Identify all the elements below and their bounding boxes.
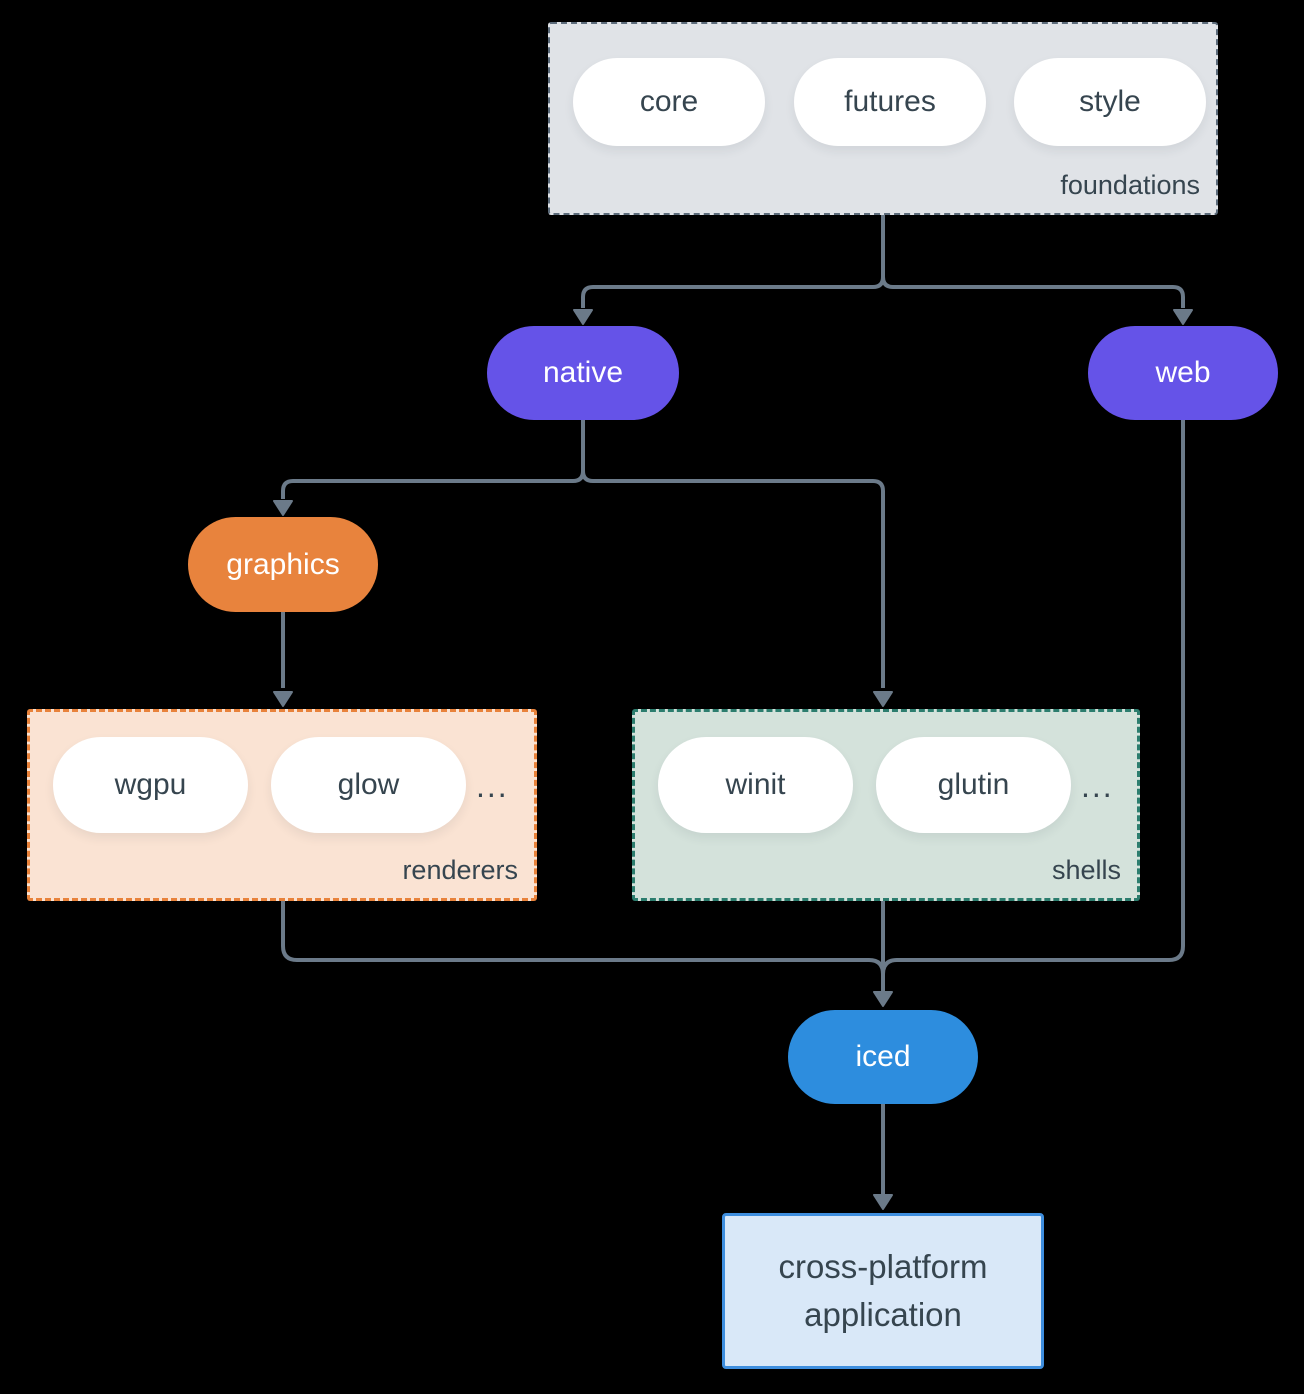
node-glutin-label: glutin xyxy=(937,768,1010,801)
group-foundations-label: foundations xyxy=(1060,170,1200,200)
node-iced: iced xyxy=(788,1010,978,1104)
group-shells: winit glutin ... shells xyxy=(632,709,1140,901)
node-cross-platform-application: cross-platform application xyxy=(722,1213,1044,1369)
application-label-line2: application xyxy=(804,1296,962,1333)
connector-foundations-to-native xyxy=(581,276,885,308)
renderers-ellipsis: ... xyxy=(476,768,509,804)
arrowhead-application xyxy=(873,1194,893,1210)
arrowhead-shells xyxy=(873,691,893,707)
arrowhead-web xyxy=(1173,309,1193,325)
node-web: web xyxy=(1088,326,1278,420)
node-style: style xyxy=(1014,58,1206,146)
group-renderers: wgpu glow ... renderers xyxy=(27,709,537,901)
node-glutin: glutin xyxy=(876,737,1071,833)
arrowhead-iced xyxy=(873,991,893,1007)
node-winit: winit xyxy=(658,737,853,833)
node-iced-label: iced xyxy=(855,1040,911,1073)
node-native-label: native xyxy=(542,356,624,389)
node-graphics: graphics xyxy=(188,517,378,612)
node-wgpu: wgpu xyxy=(53,737,248,833)
connector-renderers-to-merge xyxy=(281,901,885,975)
node-core-label: core xyxy=(639,85,699,118)
group-shells-label: shells xyxy=(1051,855,1121,885)
node-graphics-label: graphics xyxy=(226,547,340,581)
node-futures-label: futures xyxy=(844,85,936,118)
shells-ellipsis: ... xyxy=(1081,768,1114,804)
arrowhead-graphics xyxy=(273,500,293,516)
node-winit-label: winit xyxy=(725,768,786,801)
node-style-label: style xyxy=(1079,85,1141,118)
node-native: native xyxy=(487,326,679,420)
node-wgpu-label: wgpu xyxy=(114,768,187,801)
node-glow-label: glow xyxy=(337,768,400,801)
connector-native-to-graphics xyxy=(281,470,585,499)
node-futures: futures xyxy=(794,58,986,146)
node-core: core xyxy=(573,58,765,146)
group-foundations: core futures style foundations xyxy=(548,22,1218,215)
application-label-line1: cross-platform xyxy=(778,1248,988,1285)
arrowhead-native xyxy=(573,309,593,325)
node-glow: glow xyxy=(271,737,466,833)
connector-foundations-to-web xyxy=(881,276,1185,308)
group-renderers-label: renderers xyxy=(402,855,518,885)
node-web-label: web xyxy=(1155,356,1211,389)
arrowhead-renderers xyxy=(273,691,293,707)
connector-native-to-shells xyxy=(581,470,885,688)
